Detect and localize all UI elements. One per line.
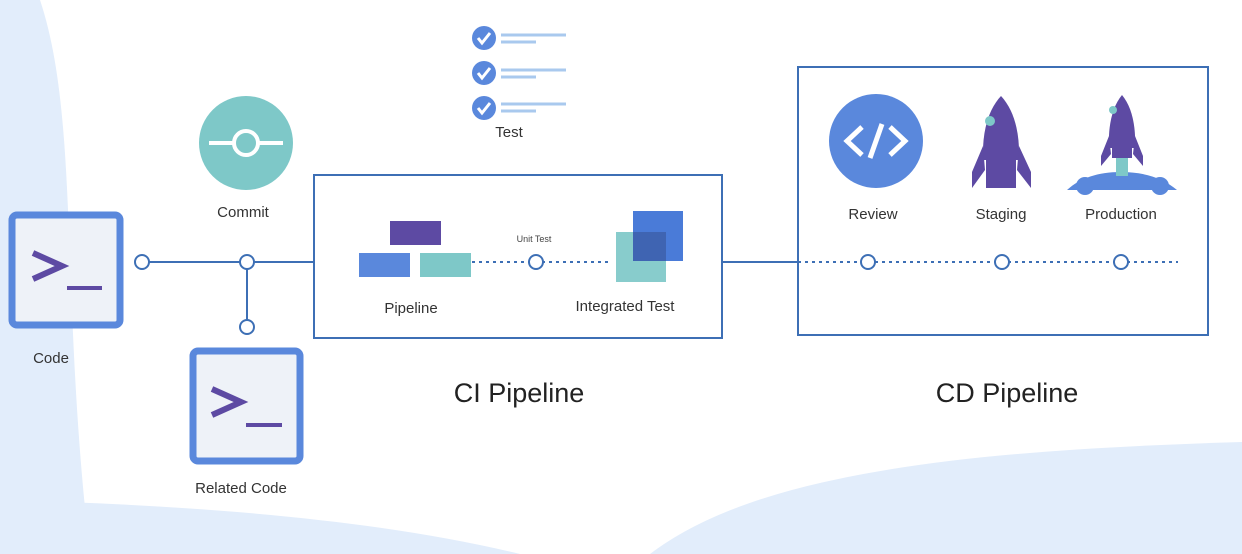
background-blob-bottom-left	[0, 500, 520, 554]
ci-pipeline-title: CI Pipeline	[453, 378, 585, 408]
node-related-code	[239, 319, 255, 335]
production-label: Production	[1085, 206, 1157, 223]
checklist-icon	[472, 26, 566, 120]
node-unit-test	[528, 254, 544, 270]
node-code	[134, 254, 150, 270]
staging-label: Staging	[975, 206, 1027, 223]
pipeline-blocks-icon	[359, 221, 471, 277]
unit-test-label: Unit Test	[516, 234, 552, 244]
overlapping-squares-icon	[616, 211, 683, 282]
related-code-label: Related Code	[195, 480, 287, 497]
commit-icon	[199, 96, 293, 190]
node-production	[1113, 254, 1129, 270]
node-review	[860, 254, 876, 270]
node-staging	[994, 254, 1010, 270]
rocket-icon	[972, 96, 1031, 188]
code-label: Code	[33, 350, 69, 367]
terminal-icon	[189, 347, 304, 465]
cd-pipeline-box	[797, 66, 1209, 336]
ci-pipeline-box	[313, 174, 723, 339]
terminal-icon	[8, 211, 124, 329]
rocket-launch-icon	[1067, 95, 1177, 195]
test-label: Test	[495, 124, 523, 141]
background-blob-bottom-right	[650, 442, 1242, 554]
cd-pipeline-title: CD Pipeline	[935, 378, 1079, 408]
pipeline-label: Pipeline	[384, 300, 438, 317]
commit-label: Commit	[217, 204, 269, 221]
integrated-test-label: Integrated Test	[575, 298, 675, 315]
code-brackets-icon	[829, 94, 923, 188]
node-commit	[239, 254, 255, 270]
review-label: Review	[848, 206, 898, 223]
